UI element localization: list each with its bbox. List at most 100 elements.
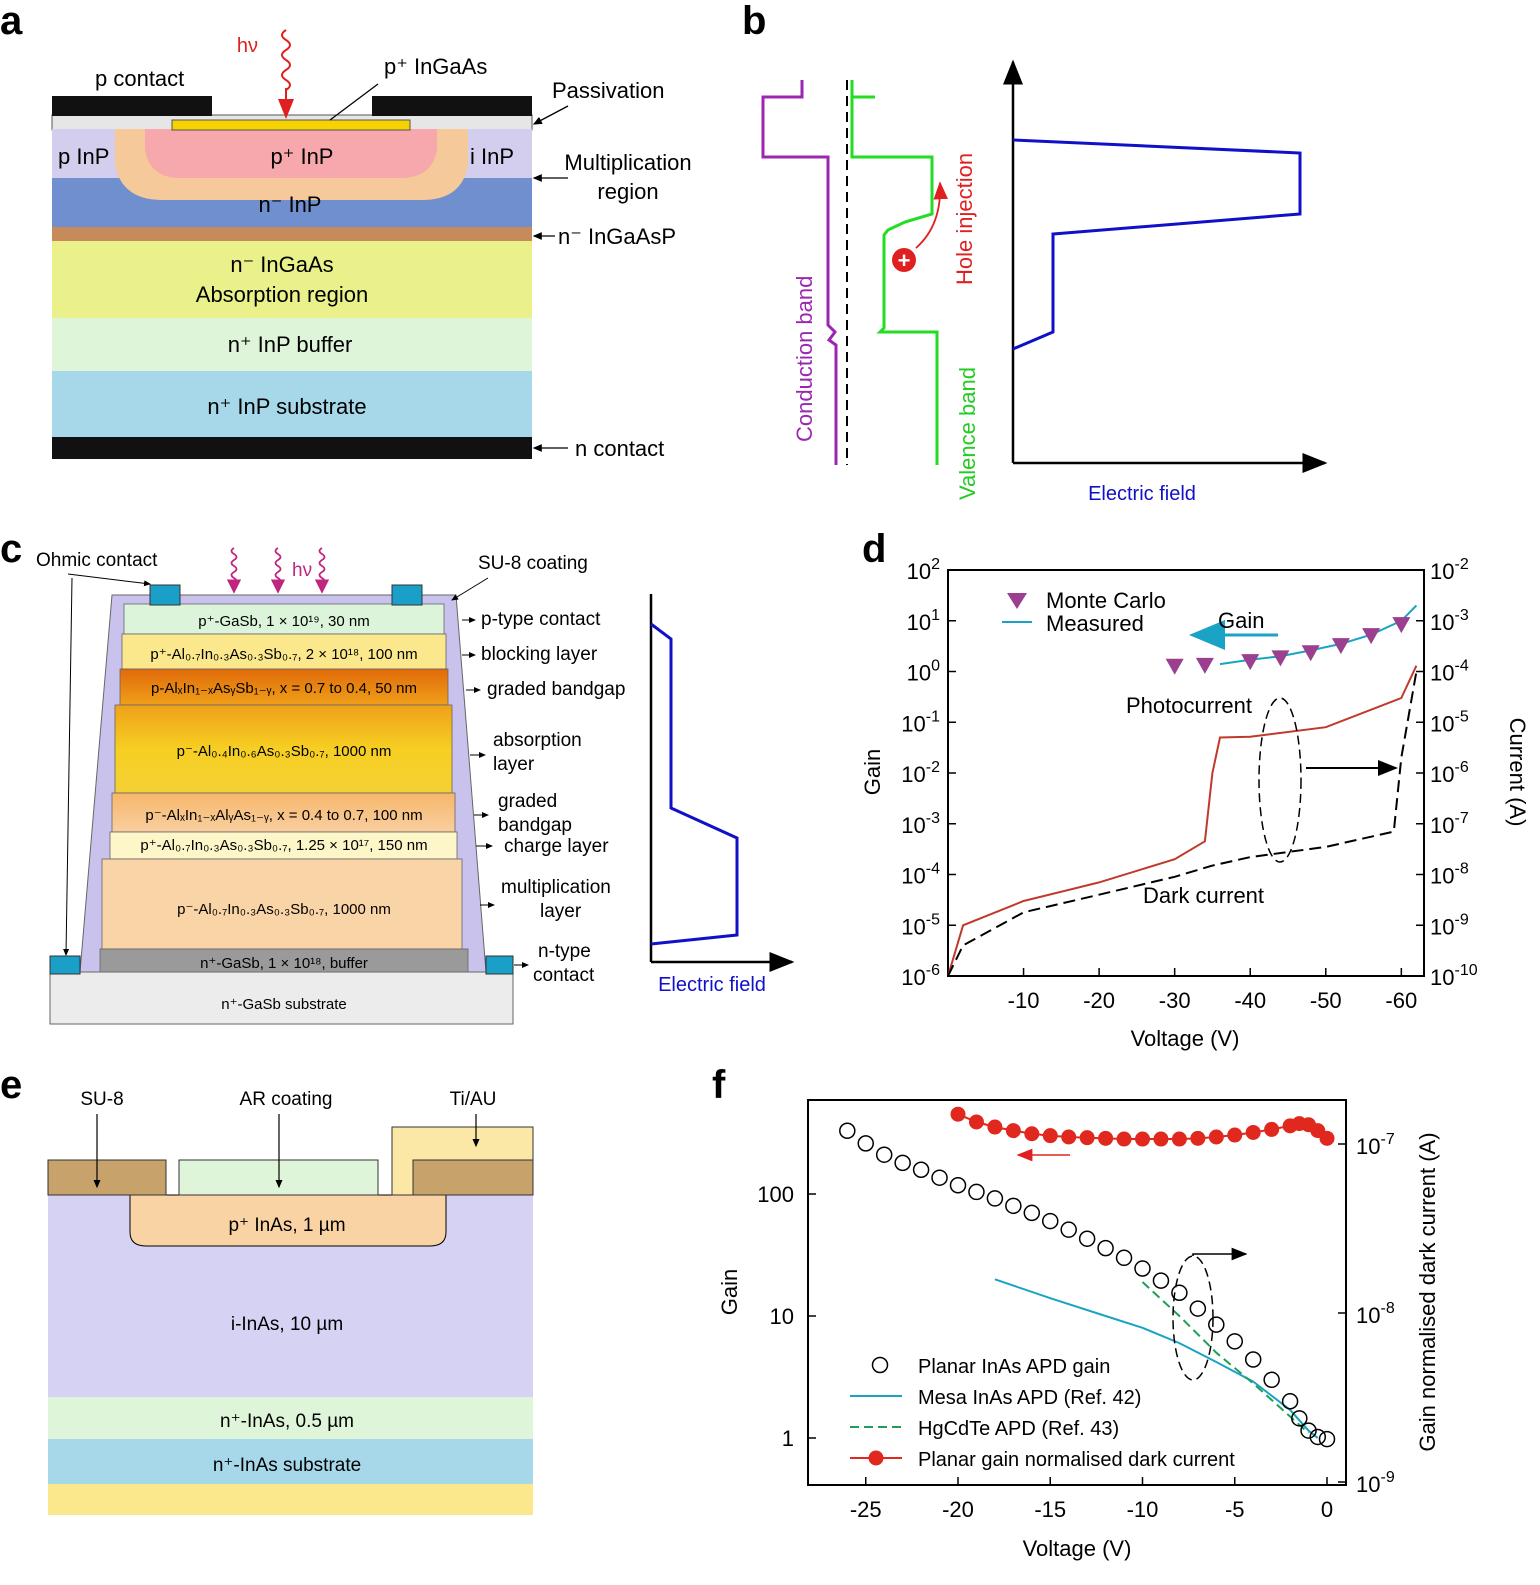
y-right-ticks-d: 10-210-310-410-510-610-710-810-910-10 <box>1416 556 1478 990</box>
tiau-label: Ti/AU <box>450 1089 497 1110</box>
ntype-label-1: n-type <box>538 941 591 962</box>
blocking-label: blocking layer <box>481 644 598 665</box>
mult-label-c-2: layer <box>540 901 582 922</box>
planar-gain-point <box>1097 1239 1114 1257</box>
y-right-ticks-f: 10-710-810-9 <box>1338 1131 1395 1497</box>
planar-gain-point <box>1263 1371 1280 1389</box>
planar-gain-point <box>1115 1249 1133 1267</box>
photon-wave <box>281 29 291 91</box>
legend-label-measured: Measured <box>1046 611 1144 636</box>
p-contact-left <box>52 96 212 116</box>
planar-gain-point <box>857 1135 874 1152</box>
p-contact-label: p contact <box>95 66 184 91</box>
planar-dark-point <box>950 1106 966 1122</box>
hole-injection-arrow <box>915 181 948 249</box>
field-profile-c <box>650 622 739 946</box>
photon-wave-c-2 <box>270 547 286 594</box>
substrate-label-e: n⁺-InAs substrate <box>213 1455 361 1476</box>
planar-gain-point <box>1171 1284 1188 1302</box>
legend-label-monte-carlo: Monte Carlo <box>1046 588 1166 613</box>
planar-gain-point <box>1005 1197 1022 1215</box>
ptype-label: p-type contact <box>481 609 601 630</box>
legend-label-planar-gain: Planar InAs APD gain <box>918 1356 1110 1378</box>
layer-label-1: p⁺-GaSb, 1 × 10¹⁹, 30 nm <box>198 613 370 630</box>
valence-band-line <box>850 80 939 465</box>
graded-label: graded bandgap <box>487 679 625 700</box>
layer-label-3: p-AlₓIn₁₋ₓAsᵧSb₁₋ᵧ, x = 0.7 to 0.4, 50 n… <box>151 680 417 697</box>
field-label-c: Electric field <box>658 974 766 996</box>
layer-6 <box>109 831 458 860</box>
planar-gain-point <box>839 1122 856 1139</box>
n-ingaas-label: n⁻ InGaAs <box>230 252 333 277</box>
layer-label-5: p⁻-AlₓIn₁₋ₓAlᵧAs₁₋ᵧ, x = 0.4 to 0.7, 100… <box>145 807 422 824</box>
x-tick-label-f: -5 <box>1225 1497 1245 1522</box>
hgcdte-line <box>1141 1281 1310 1434</box>
y-right-tick-label-d: 10-6 <box>1430 759 1469 787</box>
panel-c: c p⁺-GaSb, 1 × 10¹⁹, 30 nm p⁺-Al₀.₇In₀.₃… <box>0 527 795 1025</box>
panel-letter-f: f <box>712 1063 726 1107</box>
planar-gain-point <box>1023 1204 1041 1222</box>
curve-ellipse-f <box>1172 1255 1214 1381</box>
x-axis-label-d: Voltage (V) <box>1131 1026 1240 1051</box>
legend-label-mesa: Mesa InAs APD (Ref. 42) <box>918 1387 1141 1409</box>
y-left-tick-label-d: 10-4 <box>901 861 940 889</box>
graded2-label-1: graded <box>498 791 557 812</box>
y-left-tick-label-d: 10-1 <box>901 708 940 736</box>
y-left-tick-label-d: 101 <box>907 607 940 635</box>
side-labels-c: p-type contact blocking layer graded ban… <box>462 609 625 986</box>
planar-dark-point <box>1135 1131 1150 1147</box>
su8-label: SU-8 coating <box>478 553 588 574</box>
ohmic-contact-top-right <box>391 584 423 606</box>
p-ingaas-layer <box>171 119 411 131</box>
planar-gain-point <box>1226 1333 1243 1350</box>
p-ingaas-label: p⁺ InGaAs <box>384 54 487 79</box>
y-right-tick-label-d: 10-9 <box>1430 911 1469 939</box>
monte-carlo-point <box>1301 645 1320 662</box>
planar-gain-point <box>986 1190 1004 1207</box>
y-right-tick-label-d: 10-8 <box>1430 861 1469 889</box>
x-tick-label-f: 0 <box>1321 1497 1333 1522</box>
panel-letter-a: a <box>0 0 23 43</box>
photon-wave-c-1 <box>226 547 242 594</box>
planar-dark-point <box>1264 1121 1280 1137</box>
layer-label-6: p⁺-Al₀.₇In₀.₃As₀.₃Sb₀.₇, 1.25 × 10¹⁷, 15… <box>140 837 427 854</box>
planar-dark-point <box>1005 1123 1021 1139</box>
hole-injection-label: Hole injection <box>952 153 977 285</box>
substrate-label: n⁺ InP substrate <box>207 394 366 419</box>
planar-gain-point <box>894 1154 911 1172</box>
planar-gain-point <box>1300 1422 1317 1439</box>
panel-a: a hν p contact p⁺ InGaAs Passivation p I… <box>0 0 692 461</box>
ohmic-contact-bottom-right <box>485 955 514 975</box>
planar-dark-point <box>1227 1127 1243 1143</box>
planar-gain-point <box>1060 1221 1077 1238</box>
ohmic-pointer-top <box>67 573 151 587</box>
y-right-tick-label-f: 10-7 <box>1356 1131 1395 1159</box>
multiplication-label-1: Multiplication <box>564 150 691 175</box>
gain-annotation: Gain <box>1218 608 1264 633</box>
multiplication-label-2: region <box>597 179 658 204</box>
i-inas-label: i-InAs, 10 µm <box>231 1314 343 1335</box>
su8-block-right <box>412 1159 534 1196</box>
x-tick-label-d: -60 <box>1385 988 1417 1013</box>
bottom-contact-e <box>48 1484 533 1515</box>
x-tick-label-f: -15 <box>1034 1497 1066 1522</box>
planar-gain-point <box>1189 1300 1207 1317</box>
planar-gain-point <box>1291 1410 1308 1427</box>
i-inp-label: i InP <box>470 144 514 169</box>
layer-label-2: p⁺-Al₀.₇In₀.₃As₀.₃Sb₀.₇, 2 × 10¹⁸, 100 n… <box>150 646 417 663</box>
layer-3 <box>119 668 449 706</box>
planar-gain-point <box>1208 1316 1225 1333</box>
planar-gain-point <box>912 1161 930 1179</box>
layer-label-8: n⁺-GaSb, 1 × 10¹⁸, buffer <box>200 955 368 972</box>
legend-marker-planar-gain <box>871 1356 889 1374</box>
su8-block-left <box>47 1159 167 1196</box>
planar-gain-point <box>931 1169 948 1186</box>
planar-gain-point <box>1078 1230 1096 1247</box>
planar-dark-point <box>1319 1130 1335 1146</box>
ntype-label-2: contact <box>533 965 595 986</box>
panel-letter-d: d <box>862 527 886 571</box>
planar-gain-point <box>1281 1393 1299 1410</box>
n-contact-label: n contact <box>575 436 664 461</box>
